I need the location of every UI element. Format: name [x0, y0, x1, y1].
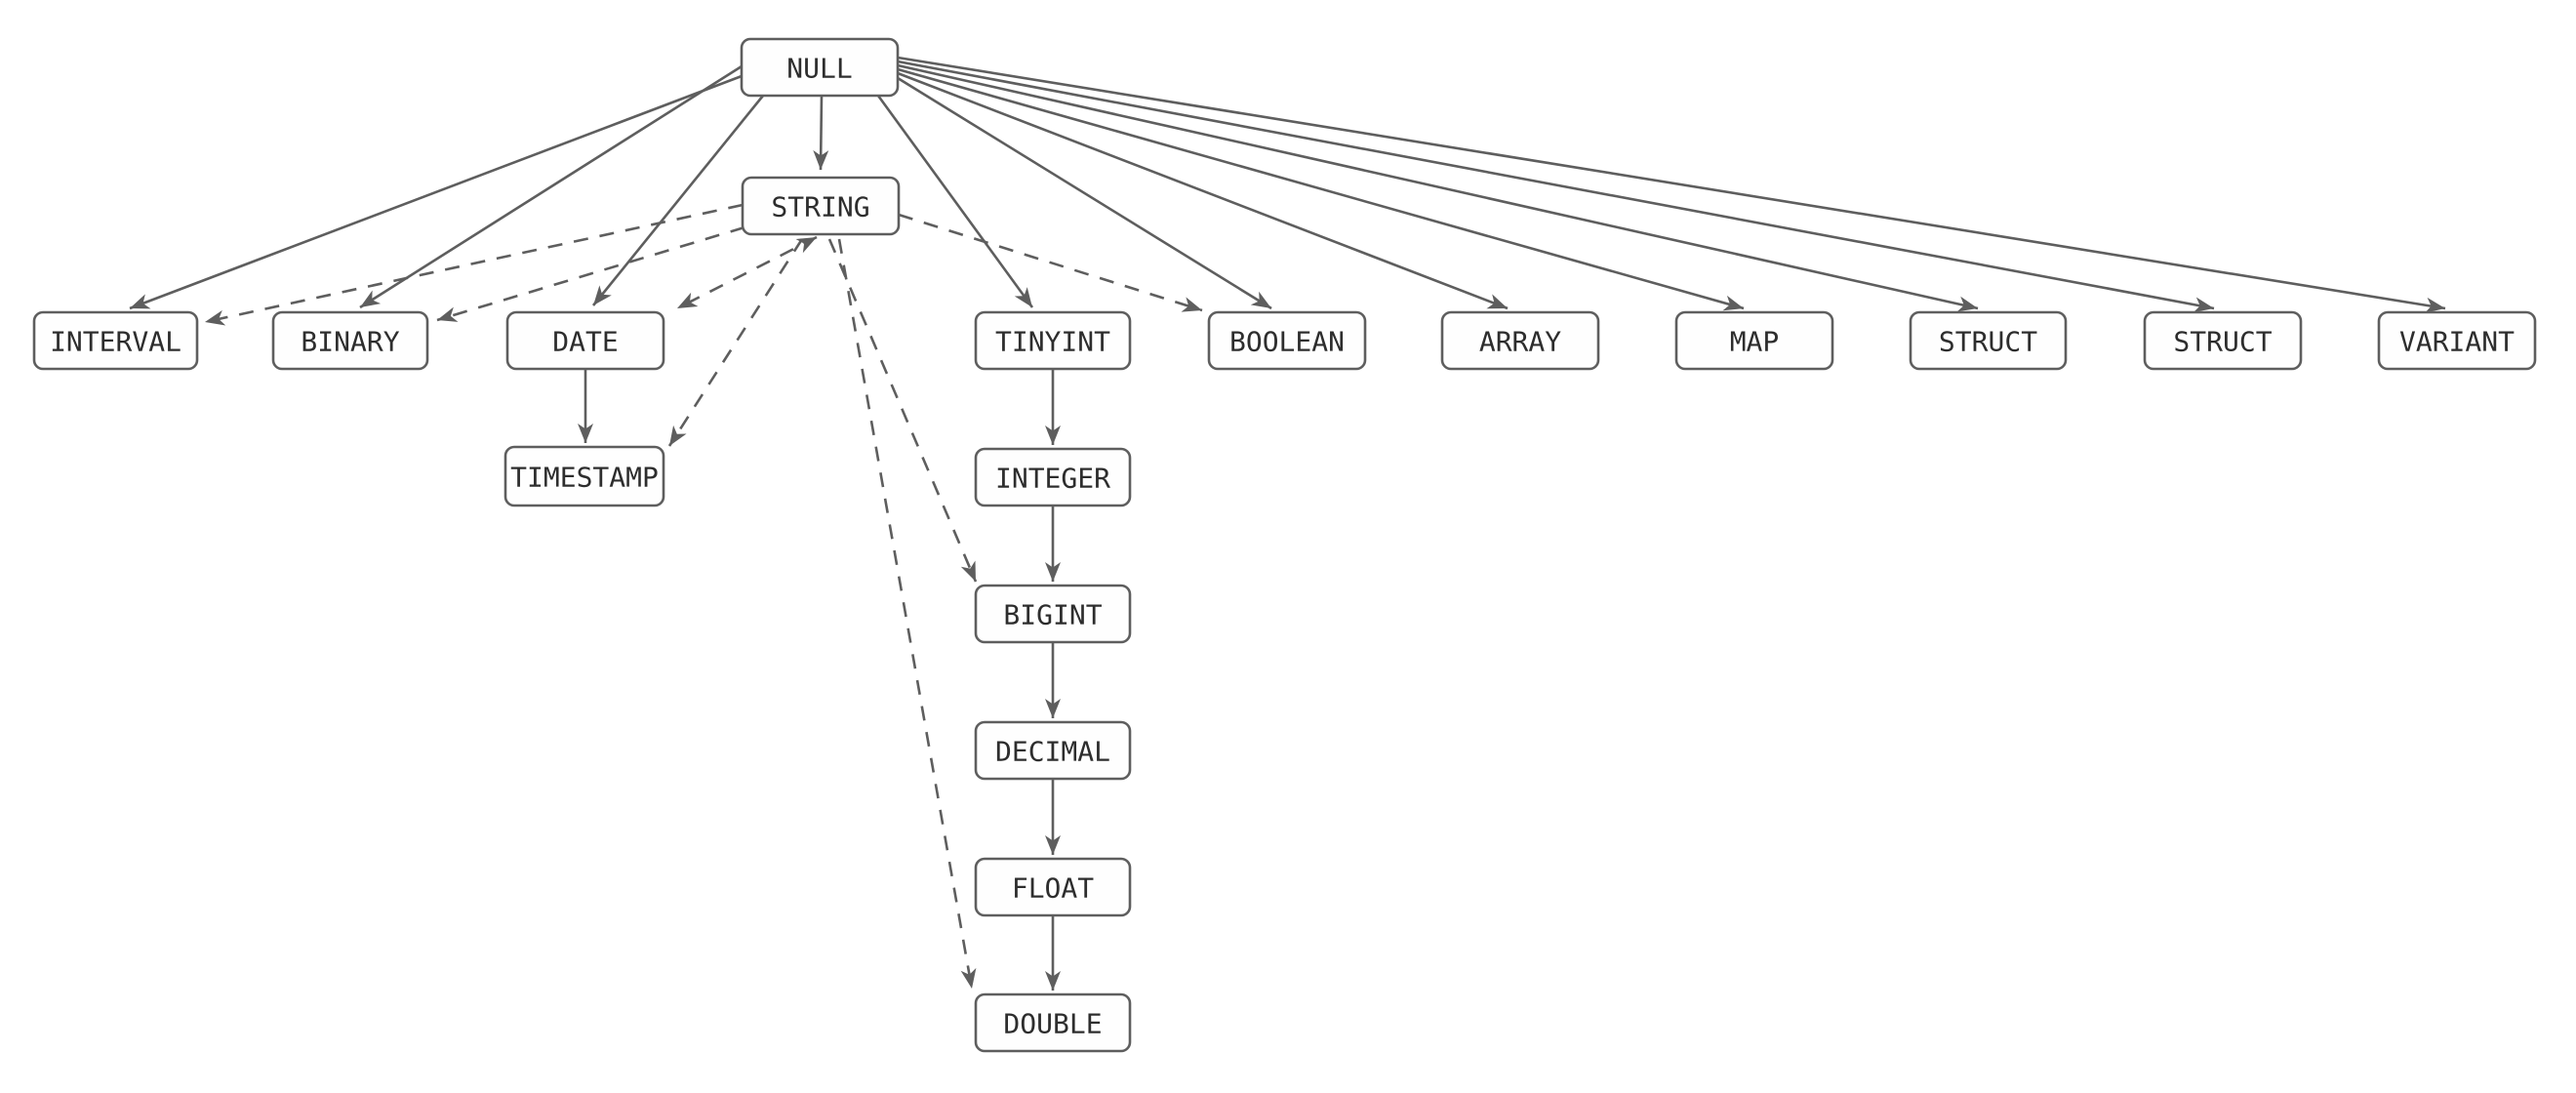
node-struct1-box — [1909, 310, 2068, 371]
node-array-label: ARRAY — [1479, 326, 1561, 358]
node-double-label: DOUBLE — [1003, 1008, 1102, 1040]
edge-null-struct1 — [897, 63, 1979, 312]
node-boolean: BOOLEAN — [1207, 310, 1367, 371]
edge-string-timestamp — [667, 238, 804, 447]
node-integer: INTEGER — [974, 447, 1132, 507]
node-decimal-box — [974, 720, 1132, 781]
node-boolean-box — [1207, 310, 1367, 371]
edge-string-bigint — [827, 238, 978, 583]
edge-string-interval — [204, 203, 744, 326]
edge-null-map — [897, 67, 1745, 311]
node-array-box — [1440, 310, 1600, 371]
node-struct1-label: STRUCT — [1939, 326, 2037, 358]
node-struct2: STRUCT — [2143, 310, 2303, 371]
edge-null-tinyint — [876, 95, 1034, 308]
node-double-box — [974, 992, 1132, 1053]
node-date: DATE — [505, 310, 665, 371]
node-decimal-label: DECIMAL — [995, 736, 1110, 768]
node-null: NULL — [740, 37, 900, 98]
edge-null-string — [813, 95, 829, 171]
node-bigint: BIGINT — [974, 584, 1132, 644]
edge-null-interval — [129, 74, 743, 310]
edge-string-binary — [436, 225, 745, 322]
node-integer-box — [974, 447, 1132, 507]
edge-null-date — [591, 95, 765, 306]
node-string-box — [741, 176, 901, 236]
edge-null-array — [897, 71, 1509, 310]
node-struct1: STRUCT — [1909, 310, 2068, 371]
node-float-label: FLOAT — [1012, 872, 1094, 905]
node-timestamp: TIMESTAMP — [503, 445, 665, 507]
edge-string-double — [837, 238, 977, 990]
node-float: FLOAT — [974, 857, 1132, 917]
node-tinyint: TINYINT — [974, 310, 1132, 371]
node-timestamp-label: TIMESTAMP — [510, 462, 659, 494]
node-date-label: DATE — [552, 326, 618, 358]
node-double: DOUBLE — [974, 992, 1132, 1053]
node-binary-box — [271, 310, 429, 371]
node-bigint-box — [974, 584, 1132, 644]
node-variant-label: VARIANT — [2399, 326, 2515, 358]
node-array: ARRAY — [1440, 310, 1600, 371]
node-null-box — [740, 37, 900, 98]
node-date-box — [505, 310, 665, 371]
node-interval: INTERVAL — [32, 310, 199, 371]
node-integer-label: INTEGER — [995, 463, 1110, 495]
node-interval-label: INTERVAL — [50, 326, 181, 358]
node-map-label: MAP — [1730, 326, 1780, 358]
edge-string-boolean — [898, 213, 1203, 312]
edge-null-binary — [359, 64, 743, 309]
node-binary-label: BINARY — [301, 326, 399, 358]
edge-null-struct2 — [897, 60, 2215, 313]
node-variant-box — [2377, 310, 2537, 371]
node-tinyint-label: TINYINT — [995, 326, 1110, 358]
node-string-label: STRING — [771, 191, 869, 223]
node-decimal: DECIMAL — [974, 720, 1132, 781]
node-bigint-label: BIGINT — [1003, 599, 1102, 631]
node-float-box — [974, 857, 1132, 917]
node-string: STRING — [741, 176, 901, 236]
node-variant: VARIANT — [2377, 310, 2537, 371]
edge-null-boolean — [897, 76, 1272, 310]
node-map: MAP — [1674, 310, 1834, 371]
node-timestamp-box — [503, 445, 665, 507]
node-null-label: NULL — [786, 53, 852, 85]
node-tinyint-box — [974, 310, 1132, 371]
node-binary: BINARY — [271, 310, 429, 371]
node-map-box — [1674, 310, 1834, 371]
node-struct2-box — [2143, 310, 2303, 371]
node-struct2-label: STRUCT — [2173, 326, 2272, 358]
node-interval-box — [32, 310, 199, 371]
edge-null-variant — [897, 56, 2446, 313]
node-boolean-label: BOOLEAN — [1229, 326, 1345, 358]
